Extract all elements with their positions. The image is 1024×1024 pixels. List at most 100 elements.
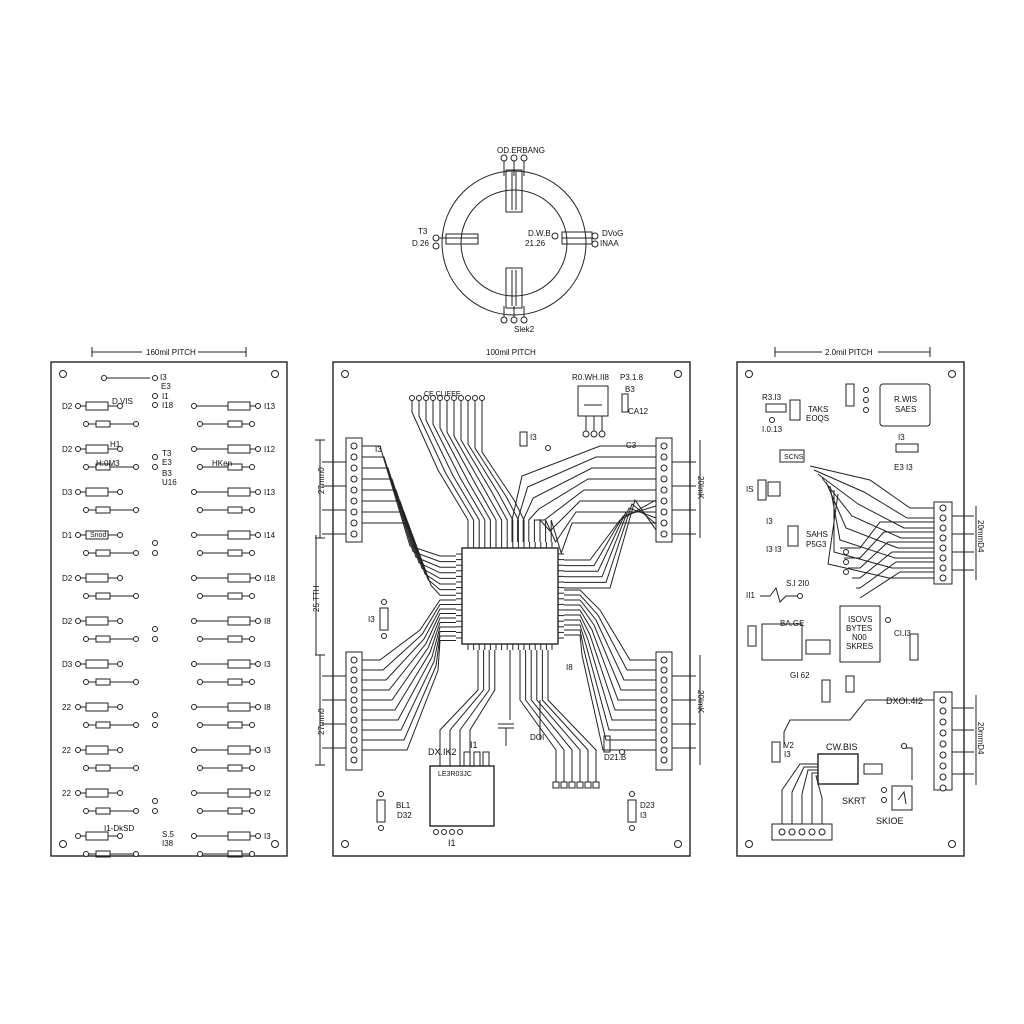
connector-pin <box>660 442 668 450</box>
right-top-label-4: TAKS <box>808 405 828 414</box>
trace <box>446 400 497 542</box>
pad <box>133 808 139 814</box>
pad <box>83 679 89 685</box>
header-pin <box>939 554 947 562</box>
right-bottom-pads <box>778 828 826 836</box>
resistor <box>85 659 109 669</box>
right-pitch-label: 2.0mil PITCH <box>825 348 873 357</box>
resistor <box>85 831 109 841</box>
trace <box>564 511 656 572</box>
switch-label: SKIOE <box>876 816 904 826</box>
pad <box>197 636 203 642</box>
ring-right-label-2: 21.26 <box>525 239 546 248</box>
connector-pin <box>350 508 358 516</box>
right-board: 2.0mil PITCH R.WIS SAES R3.I3 I.0.13 TAK… <box>736 346 985 857</box>
ring-left-label-2: D.26 <box>412 239 429 248</box>
top-pad <box>472 395 478 401</box>
trace <box>564 505 657 567</box>
bottom-ic-part: LE3R03JC <box>438 771 472 778</box>
left-pitch-label: 160mil PITCH <box>146 348 196 357</box>
trace <box>564 599 656 681</box>
connector-pin <box>660 530 668 538</box>
bottom-ic-label: DX.IK2 <box>428 747 457 757</box>
trace <box>511 445 656 542</box>
pad <box>249 507 255 513</box>
right-low-label-4: GI 62 <box>790 671 810 680</box>
trace <box>362 478 456 574</box>
right-small-ref-1: V2 <box>784 741 794 750</box>
resistor <box>227 444 251 454</box>
pad <box>133 593 139 599</box>
pad <box>191 661 197 667</box>
pad <box>75 747 81 753</box>
right-low-label-1: S.I 2I0 <box>786 579 810 588</box>
center-top-connector-label: CE.CLIEEE <box>424 391 461 398</box>
pad <box>152 722 158 728</box>
trace <box>809 465 934 509</box>
header-pin <box>939 574 947 582</box>
trace <box>536 650 581 782</box>
trace <box>432 400 486 542</box>
left-mid-b: U16 <box>162 478 177 487</box>
pad <box>191 532 197 538</box>
trace <box>362 500 456 585</box>
pad <box>197 808 203 814</box>
connector-pin <box>660 519 668 527</box>
right-small-ref-2: I3 <box>784 750 791 759</box>
resistor <box>95 592 111 600</box>
pad <box>249 679 255 685</box>
trace <box>791 766 818 824</box>
right-mid-label-5: E3 I3 <box>894 463 913 472</box>
center-board: 100mil PITCH 27mm0 25 TTH 27mm0 20ImK 20… <box>312 348 705 857</box>
trace <box>564 499 657 561</box>
resistor <box>85 702 109 712</box>
header-pin <box>939 534 947 542</box>
pad <box>75 790 81 796</box>
pad <box>152 808 158 814</box>
right-low-label-6: BYTES <box>846 624 872 633</box>
resistor <box>227 764 243 772</box>
connector-pin <box>350 716 358 724</box>
connector-pin <box>660 676 668 684</box>
trace <box>815 775 823 824</box>
trace <box>459 650 490 766</box>
pad <box>83 464 89 470</box>
pad <box>191 704 197 710</box>
bottom-pad <box>584 781 592 789</box>
trace <box>528 478 656 542</box>
trace <box>362 445 456 557</box>
resistor <box>227 401 251 411</box>
trace <box>362 631 456 731</box>
header-pin <box>939 707 947 715</box>
left-row-ref: D1 <box>62 531 73 540</box>
connector-pin <box>350 726 358 734</box>
left-mid-a: T3 <box>162 449 172 458</box>
header-pin <box>939 696 947 704</box>
trace <box>362 599 456 661</box>
connector-pin <box>350 756 358 764</box>
pad <box>191 575 197 581</box>
pad <box>75 489 81 495</box>
trace <box>564 619 656 721</box>
trace <box>439 650 479 766</box>
regulator-label-3: B3 <box>625 385 635 394</box>
connector-pin <box>350 696 358 704</box>
trace <box>564 629 656 741</box>
connector-pin <box>350 530 358 538</box>
right-mid-label-1: SCNS <box>784 454 804 461</box>
header-pin <box>939 504 947 512</box>
header-pad <box>818 828 826 836</box>
left-row-ref: D3 <box>62 660 73 669</box>
trace <box>474 400 519 542</box>
trace <box>564 624 656 731</box>
header-pad <box>808 828 816 836</box>
pad <box>75 833 81 839</box>
connector-pin <box>350 486 358 494</box>
pad <box>191 833 197 839</box>
left-part-text: Snod <box>90 532 106 539</box>
trace <box>467 400 514 542</box>
pad <box>152 798 158 804</box>
center-small-label-5: I8 <box>566 663 573 672</box>
left-top-ref-3: I1 <box>162 392 169 401</box>
pad <box>191 747 197 753</box>
